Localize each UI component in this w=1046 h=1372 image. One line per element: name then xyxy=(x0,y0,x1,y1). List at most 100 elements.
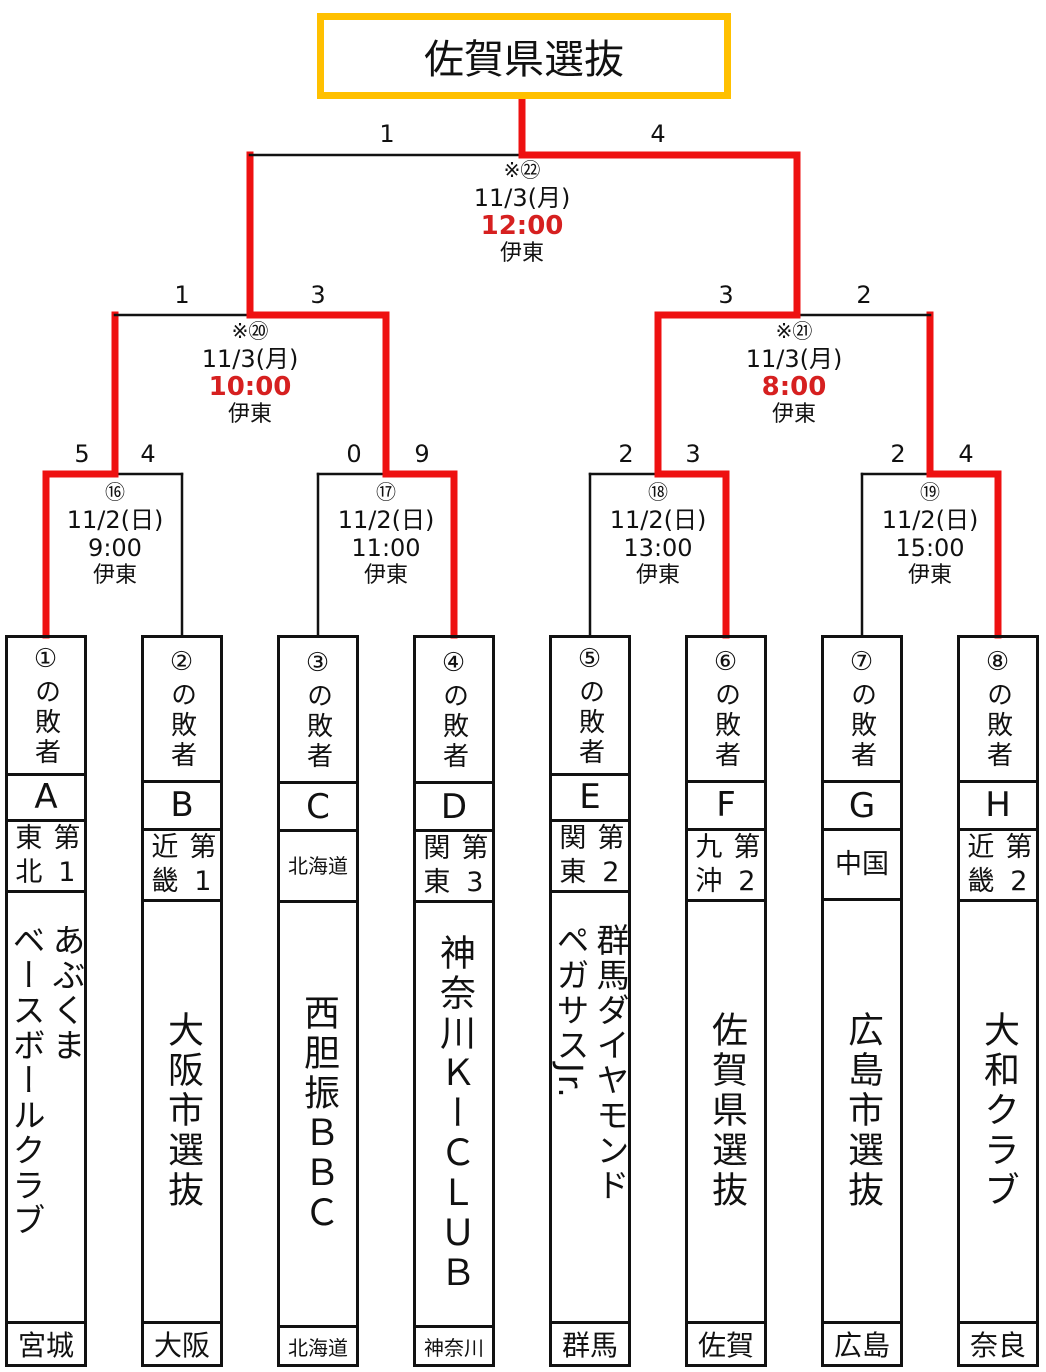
group-letter: F xyxy=(688,783,764,831)
match-venue: 伊東 xyxy=(227,402,272,427)
score-label: 3 xyxy=(310,281,326,309)
score-label: 1 xyxy=(174,281,190,309)
match-venue: 伊東 xyxy=(635,563,680,588)
match-time: 10:00 xyxy=(208,372,292,402)
match-number: ※㉒ xyxy=(503,158,541,182)
match-number: ⑰ xyxy=(376,480,396,504)
match-date: 11/2(日) xyxy=(66,506,164,534)
loser-label: ⑧の敗者 xyxy=(960,638,1036,784)
match-time: 13:00 xyxy=(623,534,693,562)
loser-label: ④の敗者 xyxy=(416,638,492,784)
region-line: 北海道 xyxy=(288,854,348,878)
score-label: 3 xyxy=(685,440,701,468)
match-date: 11/3(月) xyxy=(201,345,299,373)
region-line: 第2 xyxy=(733,831,761,897)
team-name-line: あぶくま xyxy=(47,922,86,1063)
group-letter: H xyxy=(960,783,1036,831)
group-letter: B xyxy=(144,783,220,831)
region-label: 近畿第2 xyxy=(960,831,1036,902)
prefecture-label: 北海道 xyxy=(288,1335,348,1360)
team-name-line: 広島市選抜 xyxy=(842,1011,883,1212)
region-line: 近畿 xyxy=(151,831,179,897)
team-name-line: 大和クラブ xyxy=(978,1011,1019,1212)
team-name-line: ペガサスJr. xyxy=(551,922,590,1100)
region-label: 関東第3 xyxy=(416,832,492,903)
score-label: 4 xyxy=(140,440,156,468)
match-venue: 伊東 xyxy=(92,563,137,588)
match-venue: 伊東 xyxy=(363,563,408,588)
match-number: ※⑳ xyxy=(231,319,269,343)
team-name-line: 佐賀県選抜 xyxy=(706,1011,747,1212)
region-label: 北海道 xyxy=(280,832,356,903)
match-number: ※㉑ xyxy=(775,319,813,343)
region-label: 九沖第2 xyxy=(688,831,764,902)
match-date: 11/2(日) xyxy=(609,506,707,534)
prefecture-label: 佐賀 xyxy=(697,1329,754,1362)
score-label: 4 xyxy=(958,440,974,468)
score-label: 2 xyxy=(890,440,906,468)
score-label: 0 xyxy=(346,440,362,468)
region-label: 関東第2 xyxy=(552,822,628,893)
group-letter: E xyxy=(552,776,628,822)
match-number: ⑱ xyxy=(648,480,668,504)
team-name: 大和クラブ xyxy=(960,902,1036,1324)
match-time: 11:00 xyxy=(351,534,421,562)
loser-label: ⑦の敗者 xyxy=(824,638,900,784)
prefecture-label: 奈良 xyxy=(969,1329,1026,1362)
loser-label: ③の敗者 xyxy=(280,638,356,784)
region-line: 東北 xyxy=(15,822,43,888)
loser-label: ⑤の敗者 xyxy=(552,638,628,777)
match-date: 11/2(日) xyxy=(881,506,979,534)
match-number: ⑯ xyxy=(105,480,125,504)
score-label: 2 xyxy=(618,440,634,468)
prefecture-label: 群馬 xyxy=(561,1329,618,1362)
loser-label: ②の敗者 xyxy=(144,638,220,784)
prefecture-label: 神奈川 xyxy=(424,1335,484,1360)
score-label: 4 xyxy=(650,120,666,148)
group-letter: A xyxy=(8,776,84,822)
team-name: あぶくまベースボールクラブ xyxy=(7,893,86,1324)
score-label: 2 xyxy=(856,281,872,309)
prefecture-label: 宮城 xyxy=(17,1329,74,1362)
score-label: 3 xyxy=(718,281,734,309)
match-date: 11/2(日) xyxy=(337,506,435,534)
region-line: 第1 xyxy=(189,831,217,897)
match-date: 11/3(月) xyxy=(473,184,571,212)
team-name-line: 西胆振ＢＢＣ xyxy=(298,994,339,1234)
region-line: 第2 xyxy=(1005,831,1033,897)
match-venue: 伊東 xyxy=(907,563,952,588)
match-venue: 伊東 xyxy=(499,241,544,266)
prefecture-label: 広島 xyxy=(833,1329,890,1362)
score-label: 5 xyxy=(74,440,90,468)
match-time: 15:00 xyxy=(895,534,965,562)
score-label: 1 xyxy=(379,120,395,148)
team-name: 神奈川ＫーＣＬＵＢ xyxy=(416,903,492,1328)
team-name: 佐賀県選抜 xyxy=(688,902,764,1324)
region-label: 中国 xyxy=(824,831,900,902)
region-line: 近畿 xyxy=(967,831,995,897)
region-line: 第3 xyxy=(461,833,489,898)
team-name: 群馬ダイヤモンドペガサスJr. xyxy=(551,893,630,1324)
loser-label: ①の敗者 xyxy=(8,638,84,777)
match-time: 8:00 xyxy=(761,372,827,402)
team-name-line: ベースボールクラブ xyxy=(7,922,46,1238)
match-number: ⑲ xyxy=(920,480,940,504)
region-line: 第2 xyxy=(597,822,625,888)
region-line: 関東 xyxy=(559,822,587,888)
team-name-line: 群馬ダイヤモンド xyxy=(591,922,630,1203)
region-label: 近畿第1 xyxy=(144,831,220,902)
group-letter: C xyxy=(280,784,356,832)
group-letter: G xyxy=(824,783,900,831)
